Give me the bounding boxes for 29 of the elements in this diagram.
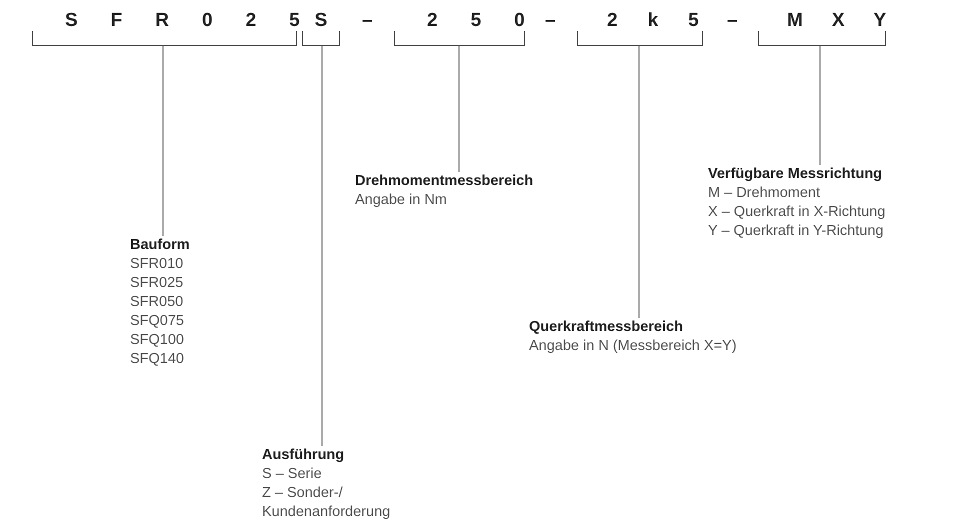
description-line: M – Drehmoment — [708, 184, 822, 203]
leader-line — [638, 46, 640, 318]
description-line: S – Serie — [262, 465, 323, 484]
description-line: Angabe in N (Messbereich X=Y) — [529, 337, 737, 356]
code-characters: S — [314, 10, 328, 32]
description-heading: Verfügbare Messrichtung — [708, 165, 884, 184]
description-line: SFR050 — [130, 293, 184, 312]
leader-line — [458, 46, 460, 172]
code-characters: 2k5 — [606, 10, 703, 32]
description-line: Angabe in Nm — [355, 191, 448, 210]
description-line: SFQ100 — [130, 331, 185, 350]
separator-dash: – — [545, 10, 556, 32]
code-characters: 250 — [426, 10, 525, 32]
description-line: Z – Sonder-/ Kundenanforderung — [262, 484, 392, 522]
description-heading: Drehmomentmessbereich — [355, 172, 534, 191]
separator-dash: – — [727, 10, 738, 32]
description-heading: Bauform — [130, 236, 190, 255]
leader-line — [162, 46, 164, 236]
description-line: SFQ075 — [130, 312, 185, 331]
description-line: SFQ140 — [130, 350, 185, 369]
code-characters: MXY — [786, 10, 886, 32]
description-line: Y – Querkraft in Y-Richtung — [708, 222, 884, 241]
code-characters: SFR025 — [64, 10, 297, 32]
description-line: SFR010 — [130, 255, 184, 274]
description-line: SFR025 — [130, 274, 184, 293]
description-heading: Querkraftmessbereich — [529, 318, 684, 337]
separator-dash: – — [362, 10, 373, 32]
description-heading: Ausführung — [262, 446, 346, 465]
description-line: X – Querkraft in X-Richtung — [708, 203, 886, 222]
